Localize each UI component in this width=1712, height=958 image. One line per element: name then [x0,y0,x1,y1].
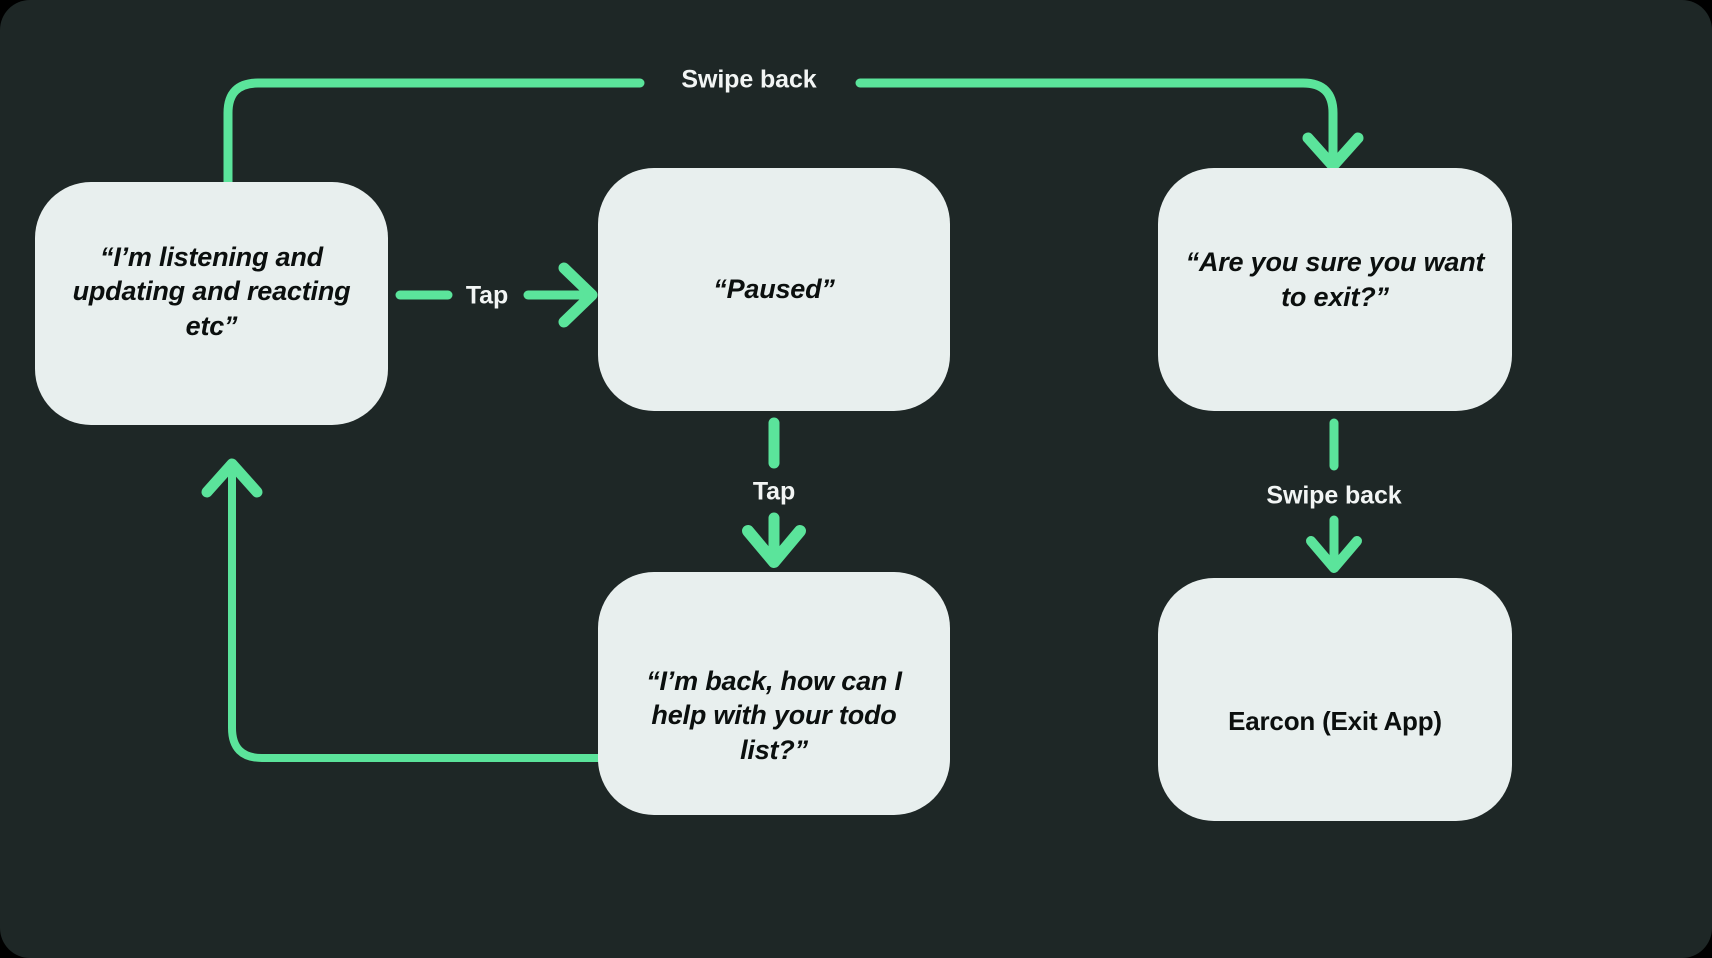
arrowhead-tap-vertical [742,525,806,568]
node-resume-label: “I’m back, how can I help with your todo… [646,665,902,765]
edge-swipe-top-right-segment [855,78,1338,171]
node-exit-confirmation-label: “Are you sure you want to exit?” [1185,246,1485,312]
node-paused-label: “Paused” [713,274,835,305]
node-earcon-exit-app-label: Earcon (Exit App) [1228,705,1442,736]
arrowhead-tap-horizontal [558,262,598,328]
node-exit-confirmation[interactable]: “Are you sure you want to exit?” [1158,168,1512,411]
arrowhead-return-loop [201,458,263,498]
node-listening-label: “I’m listening and updating and reacting… [72,241,351,341]
edge-label-swipe-back-top: Swipe back [681,65,817,94]
edge-label-tap-horizontal: Tap [465,281,509,310]
node-earcon-exit-app[interactable]: Earcon (Exit App) [1158,578,1512,821]
edge-label-tap-vertical: Tap [752,477,796,506]
node-listening[interactable]: “I’m listening and updating and reacting… [35,182,388,425]
edge-label-swipe-back-bottom: Swipe back [1266,481,1402,510]
arrowhead-swipe-top [1302,132,1364,172]
arrowhead-swipe-bottom [1306,536,1362,573]
edge-return-loop [228,462,642,762]
edge-swipe-top-left-segment [223,78,645,187]
node-paused[interactable]: “Paused” [598,168,950,411]
node-resume[interactable]: “I’m back, how can I help with your todo… [598,572,950,815]
